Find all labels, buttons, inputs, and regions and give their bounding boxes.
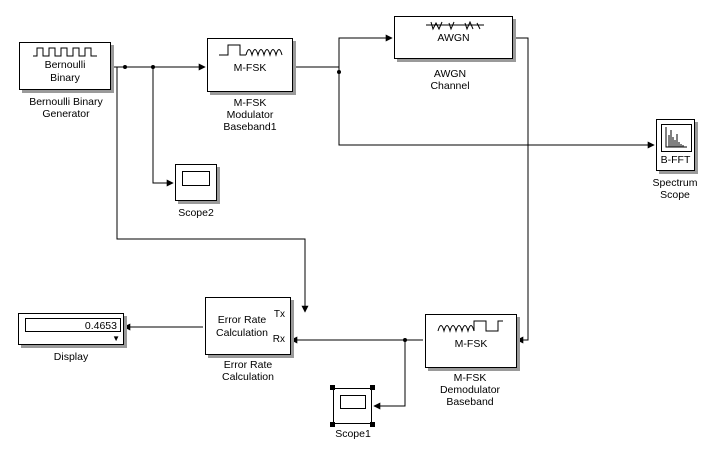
display-value: 0.4653 <box>25 318 121 332</box>
line-branch-to-scope2 <box>152 67 174 187</box>
block-label: Error Rate Calculation <box>222 359 274 383</box>
fsk-wave-icon <box>437 320 503 333</box>
display-block[interactable]: 0.4653 ▼ <box>18 313 124 345</box>
selection-handle[interactable] <box>330 385 335 390</box>
selection-handle[interactable] <box>330 422 335 427</box>
scope1-block[interactable] <box>333 388 372 424</box>
selection-handle[interactable] <box>370 385 375 390</box>
block-text: M-FSK <box>454 338 488 350</box>
block-label: Display <box>53 351 89 363</box>
branch-dot <box>403 338 407 342</box>
fsk-wave-icon <box>219 44 283 57</box>
line-branch-to-scope1 <box>373 340 406 410</box>
block-text: M-FSK <box>233 62 267 74</box>
block-label: M-FSK Demodulator Baseband <box>439 372 501 408</box>
error-rate-calculation-block[interactable]: Error Rate Calculation Tx Rx <box>205 297 291 355</box>
block-text: B-FFT <box>660 154 691 166</box>
block-label: Bernoulli Binary Generator <box>29 96 103 120</box>
block-label: Spectrum Scope <box>652 177 698 201</box>
bernoulli-binary-generator-block[interactable]: Bernoulli Binary <box>19 42 111 90</box>
line-branch-to-tx <box>116 67 309 313</box>
block-label: Scope1 <box>335 428 371 440</box>
port-rx-label: Rx <box>272 334 285 345</box>
mfsk-demodulator-block[interactable]: M-FSK <box>425 314 517 368</box>
block-text: Error Rate <box>217 314 267 326</box>
selection-handle[interactable] <box>370 422 375 427</box>
block-text: Calculation <box>216 327 268 339</box>
branch-dot <box>151 65 155 69</box>
square-wave-icon <box>33 47 97 57</box>
awgn-channel-block[interactable]: AWGN <box>394 16 513 59</box>
port-tx-label: Tx <box>273 309 285 320</box>
scope2-block[interactable] <box>175 164 217 201</box>
line-awgn-to-demodulator <box>513 37 529 344</box>
spectrum-scope-block[interactable]: B-FFT <box>656 119 695 171</box>
block-label: M-FSK Modulator Baseband1 <box>223 97 277 133</box>
block-text: AWGN <box>437 32 470 44</box>
block-label: AWGN Channel <box>430 68 470 92</box>
scope-screen-icon <box>182 171 210 186</box>
block-text: Bernoulli <box>44 59 86 71</box>
line-modulator-to-awgn <box>293 34 393 68</box>
scope-screen-icon <box>340 395 366 409</box>
arrow-down-icon: ▼ <box>112 334 120 343</box>
block-label: Scope2 <box>178 207 214 219</box>
spectrum-screen <box>661 124 692 152</box>
branch-dot <box>337 70 341 74</box>
spectrum-icon <box>665 127 687 148</box>
mfsk-modulator-block[interactable]: M-FSK <box>207 38 293 92</box>
block-text: Binary <box>50 72 80 84</box>
noise-icon <box>426 21 484 31</box>
branch-dot <box>123 65 127 69</box>
line-branch-to-spectrum <box>338 67 655 149</box>
